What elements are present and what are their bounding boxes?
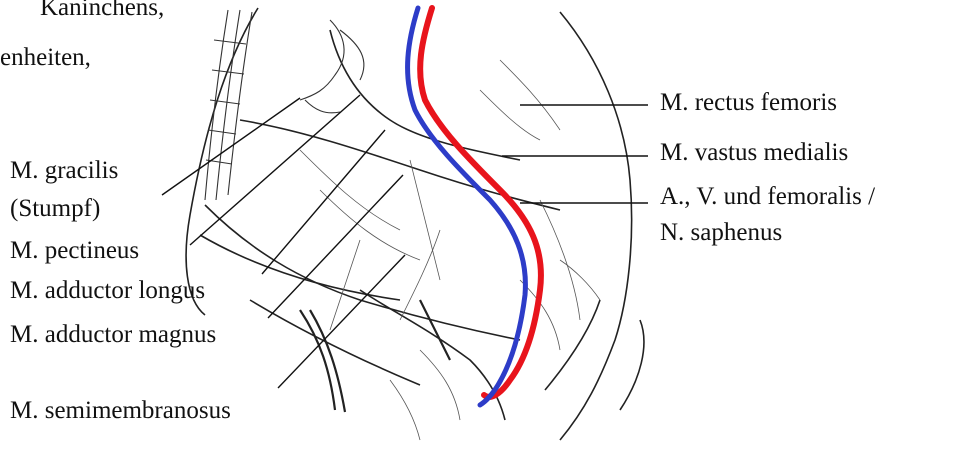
label-adductor-longus: M. adductor longus xyxy=(10,276,205,305)
header-fragment-line2: enheiten, xyxy=(0,43,91,72)
label-semimembranosus: M. semimembranosus xyxy=(10,396,231,425)
groin-vessels xyxy=(300,300,450,412)
label-adductor-magnus: M. adductor magnus xyxy=(10,320,216,349)
leader-gracilis xyxy=(162,98,300,195)
leader-lines xyxy=(162,95,648,388)
pelvis-hatching xyxy=(205,10,364,200)
label-pectineus: M. pectineus xyxy=(10,236,139,265)
leader-semimembranosus xyxy=(278,255,405,388)
label-vastus-medialis: M. vastus medialis xyxy=(660,138,848,167)
label-gracilis: M. gracilis xyxy=(10,156,118,185)
thigh-outline xyxy=(186,8,644,440)
leader-adductor-longus xyxy=(262,130,385,274)
header-fragment-line1: Kaninchens, xyxy=(40,0,164,22)
label-rectus-femoris: M. rectus femoris xyxy=(660,88,837,117)
label-saphenus: N. saphenus xyxy=(660,218,782,247)
label-femoralis: A., V. und femoralis / xyxy=(660,182,875,211)
leader-pectineus xyxy=(190,95,360,245)
fine-vessels xyxy=(300,60,600,440)
label-gracilis-stumpf: (Stumpf) xyxy=(10,194,100,223)
